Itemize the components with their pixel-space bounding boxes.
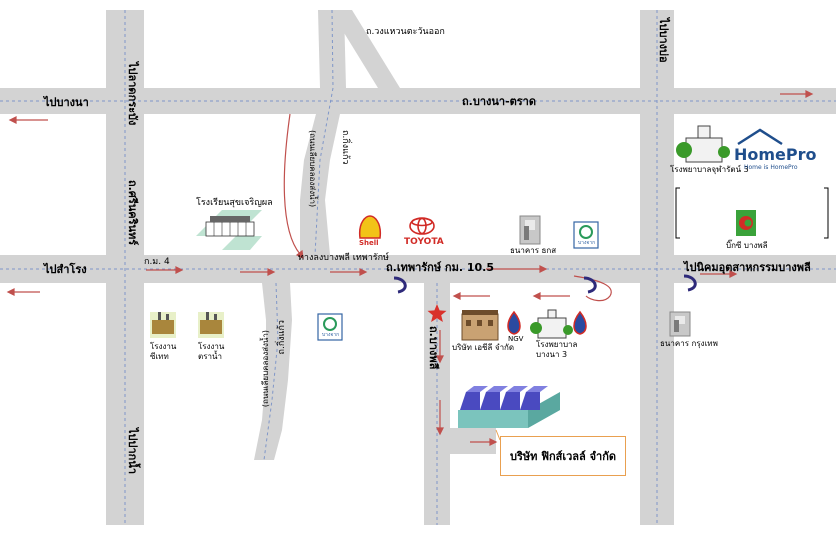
- road-label-ring: ถ.วงแหวนตะวันออก: [366, 27, 445, 37]
- arrow-main-1: [240, 268, 276, 276]
- label-bank-bbl: ธนาคาร กรุงเทพ: [660, 339, 718, 348]
- direction-to-bangna: ไปบางนา: [44, 96, 89, 109]
- school-icon: [196, 210, 262, 250]
- label-shell: Shell: [359, 239, 379, 247]
- arrow-down-2: [436, 400, 444, 436]
- label-bank-tmb: ธนาคาร ธกส: [510, 246, 557, 255]
- label-factory-2: โรงงาน ตราน้ำ: [198, 342, 225, 361]
- road-kingkaew-1: [300, 10, 346, 255]
- destination-building-icon: [458, 386, 560, 428]
- uturn-icon: [583, 276, 597, 294]
- label-toyota: TOYOTA: [404, 237, 444, 247]
- road-label-bypass: ทางลงบางพลี เทพารักษ์: [298, 253, 389, 263]
- road-centerlines: [0, 9, 836, 525]
- bigc-logo-icon: [736, 210, 756, 236]
- hospital-icon: [676, 125, 730, 163]
- arrow-to-company: [470, 438, 498, 446]
- arrow-return-2: [532, 292, 570, 300]
- destination-callout: บริษัท ฟิกส์เวลล์ จำกัด: [500, 436, 626, 476]
- bank-blue-logo-icon: [317, 313, 343, 341]
- label-homepro: HomePro: [734, 145, 817, 164]
- star-icon: [427, 304, 447, 322]
- road-ring-ramp: [330, 10, 400, 88]
- road-label-kingkaew-2-sub: (ถนนเลียบคลองส่งน้ำ): [261, 330, 270, 408]
- arrow-down-1: [436, 330, 444, 364]
- road-label-kingkaew-1: ถ.กิ่งแก้ว: [340, 130, 350, 165]
- uturn-markers: [393, 274, 697, 294]
- label-ngv: NGV: [508, 335, 524, 343]
- label-bigc: บิ๊กซี บางพลี: [726, 241, 768, 250]
- road-kingkaew-2: [254, 283, 292, 460]
- direction-to-latkrabang: ไปลาดกระบัง: [126, 62, 139, 126]
- fuel-drop-icon: [573, 310, 587, 335]
- direction-to-bangbo: ไปบางบ่อ: [657, 18, 670, 63]
- label-homepro-sub: Home is HomePro: [744, 164, 798, 171]
- uturn-icon: [393, 276, 407, 294]
- toyota-logo-icon: [409, 217, 435, 235]
- road-side-branch: [450, 428, 496, 454]
- road-label-kingkaew-2: ถ.กิ่งแก้ว: [277, 320, 287, 355]
- road-bangplee: [640, 10, 674, 525]
- direction-to-industrial: ไปนิคมอุตสาหกรรมบางพลี: [684, 261, 811, 274]
- bank-icon: [669, 311, 691, 337]
- direction-to-pakkret: ไปปากน้ำ: [126, 428, 139, 475]
- factory-icon: [198, 312, 224, 338]
- arrow-main-4: [700, 270, 738, 278]
- hospital-icon: [530, 309, 573, 339]
- homepro-house-icon: [737, 128, 783, 146]
- arrow-right-top: [780, 90, 814, 98]
- arrow-bypass: [283, 113, 304, 260]
- arrow-to-bangna: [8, 116, 48, 124]
- arrow-left-main: [6, 288, 40, 296]
- label-school: โรงเรียนสุขเจริญผล: [196, 198, 273, 208]
- direction-arrows: [6, 90, 814, 446]
- bank-blue-logo-icon: [573, 221, 599, 249]
- label-hospital-bangna: โรงพยาบาล บางนา 3: [536, 340, 578, 359]
- arrow-main-2: [330, 268, 368, 276]
- road-label-bangna-trad: ถ.บางนา-ตราด: [462, 95, 537, 108]
- fuel-drop-icon: [507, 310, 521, 335]
- label-hospital-top: โรงพยาบาลจุฬารัตน์ 3: [670, 165, 749, 174]
- label-factory-1: โรงงาน ซีเทท: [150, 342, 177, 361]
- factory-icon: [150, 312, 176, 338]
- shell-logo-icon: [358, 215, 382, 239]
- bracket-marks: [675, 187, 829, 239]
- label-company-msc: บริษัท เอชีลี จำกัด: [452, 343, 515, 352]
- building-icon: [461, 310, 499, 341]
- arrow-return-1: [452, 292, 490, 300]
- uturn-icon: [683, 274, 697, 292]
- arrow-main-3: [486, 265, 548, 273]
- road-label-km4: ก.ม. 4: [144, 257, 170, 267]
- road-label-theparak: ถ.เทพารักษ์ กม. 10.5: [386, 261, 494, 274]
- arrow-km4: [146, 266, 184, 274]
- road-label-bangplee: ถ.บางพลี: [427, 326, 440, 370]
- bank-icon: [519, 215, 541, 245]
- road-label-srinakarin: ถ.ศรีนครินทร์: [126, 180, 139, 246]
- road-label-kingkaew-1-sub: (ถนนเลียบคลองส่งน้ำ): [308, 130, 317, 208]
- direction-to-samrong: ไปสำโรง: [44, 263, 87, 276]
- label-bank-blue-1: บางจาก: [578, 240, 596, 246]
- label-bank-blue-2: บางจาก: [322, 332, 340, 338]
- callout-leader: [495, 429, 501, 441]
